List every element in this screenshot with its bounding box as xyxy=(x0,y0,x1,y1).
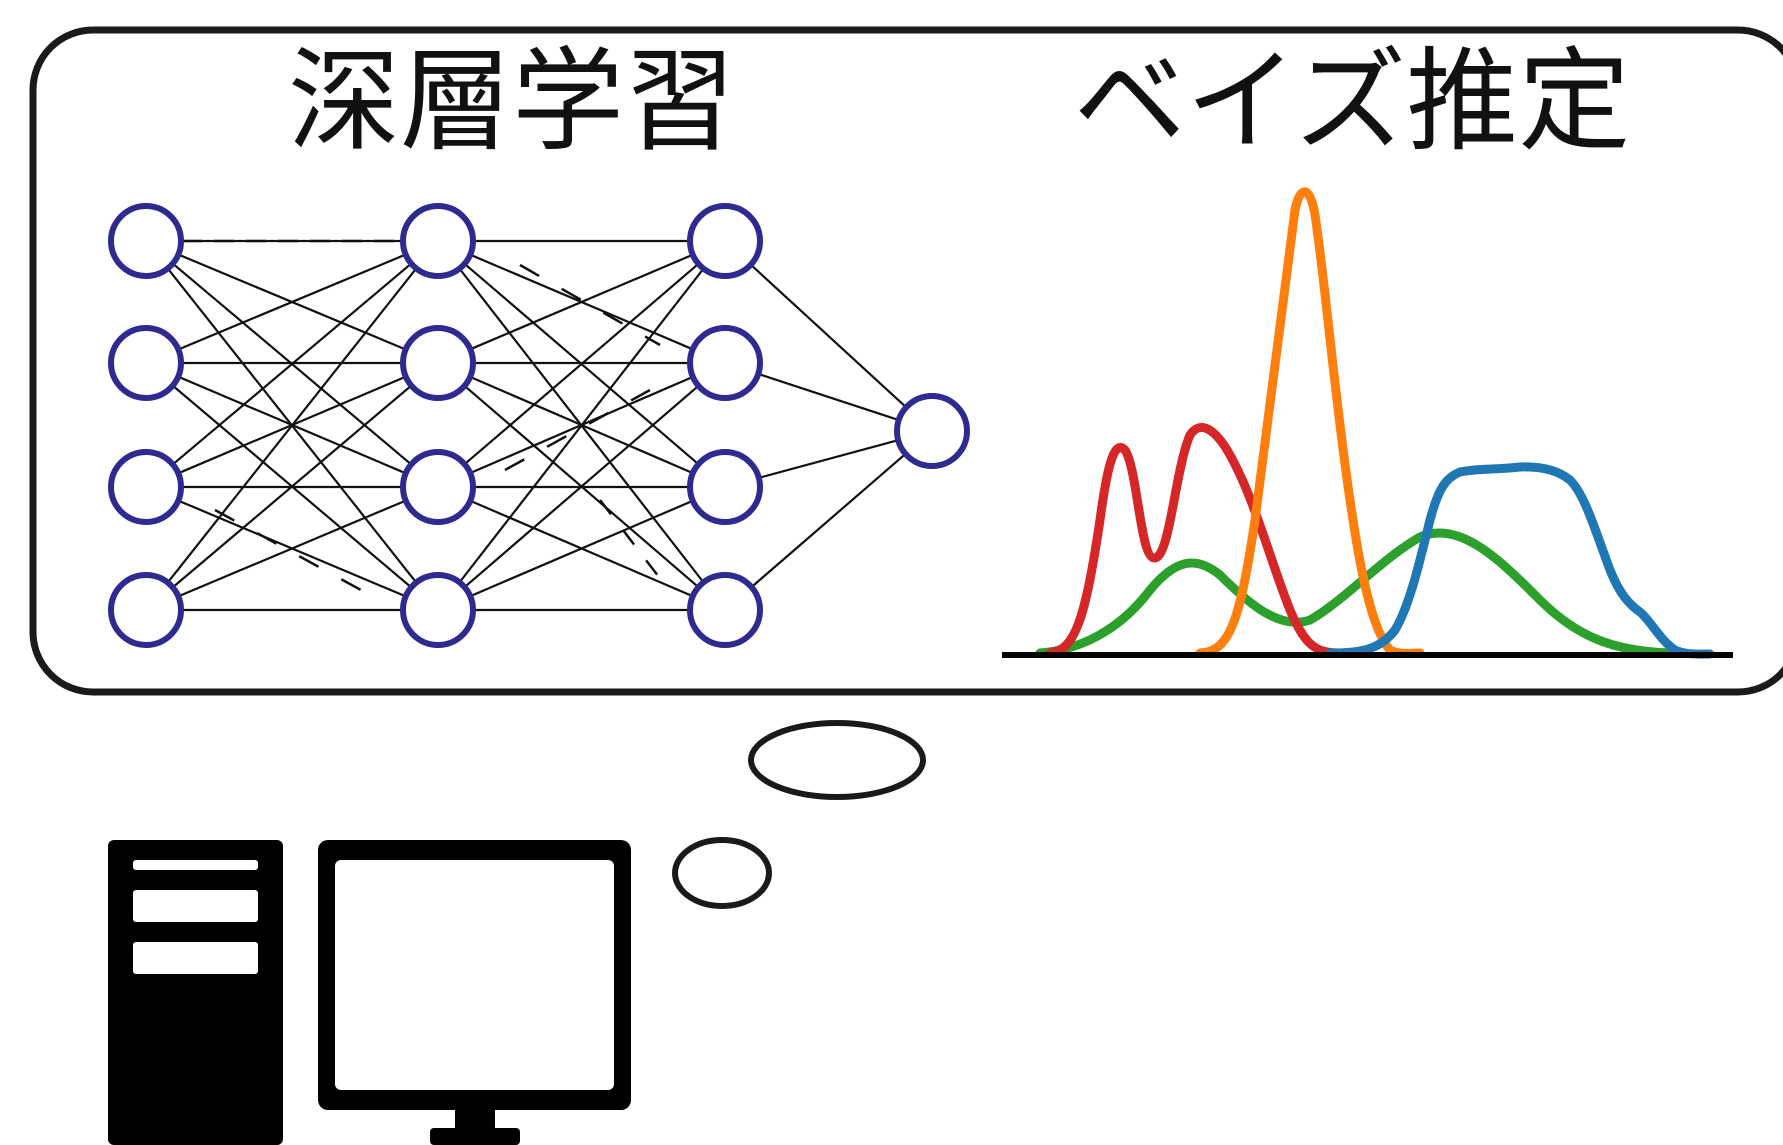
network-edge xyxy=(172,262,412,466)
network-edge xyxy=(458,267,705,584)
computer-tower-icon xyxy=(108,840,283,1145)
network-node xyxy=(687,449,763,525)
network-node xyxy=(108,325,184,401)
network-node xyxy=(108,572,184,648)
network-node xyxy=(400,572,476,648)
probability-distributions-plot xyxy=(1002,187,1733,659)
network-node xyxy=(400,203,476,279)
distribution-curve-blue xyxy=(1325,462,1715,659)
network-edge xyxy=(177,253,407,351)
neural-network-edges xyxy=(166,239,907,612)
desktop-computer-icon xyxy=(108,840,631,1145)
network-edge xyxy=(177,499,407,598)
thought-bubble xyxy=(29,26,1783,909)
network-edge xyxy=(750,453,907,588)
distribution-curve-red xyxy=(1045,423,1345,658)
network-node xyxy=(687,325,763,401)
neural-network-diagram xyxy=(108,203,970,648)
dashed-edge xyxy=(214,508,371,597)
network-edge xyxy=(758,439,899,479)
network-edge xyxy=(172,384,412,589)
thought-bubble-box xyxy=(29,26,1783,696)
network-edge xyxy=(463,384,700,589)
network-node xyxy=(400,325,476,401)
neural-network-dashed-edges xyxy=(182,239,666,597)
network-node xyxy=(108,203,184,279)
network-node xyxy=(687,203,763,279)
thought-bubble-tail-large xyxy=(748,720,926,800)
network-node xyxy=(108,449,184,525)
network-node xyxy=(687,572,763,648)
neural-network-nodes xyxy=(108,203,970,648)
network-edge xyxy=(469,253,694,351)
dashed-edge xyxy=(599,499,666,586)
distribution-curve-orange xyxy=(1195,187,1425,658)
network-edge xyxy=(166,267,418,584)
network-node xyxy=(400,449,476,525)
output-node xyxy=(894,393,970,469)
network-edge xyxy=(757,372,900,422)
computer-monitor-icon xyxy=(318,840,631,1145)
thought-bubble-tail-small xyxy=(672,837,772,909)
network-edge xyxy=(750,263,907,409)
bayesian-estimation-title: ベイズ推定 xyxy=(1074,37,1631,167)
network-edge xyxy=(469,499,694,598)
deep-learning-title: 深層学習 xyxy=(288,37,736,167)
distribution-curve-green xyxy=(1035,528,1685,658)
network-edge xyxy=(463,262,700,466)
